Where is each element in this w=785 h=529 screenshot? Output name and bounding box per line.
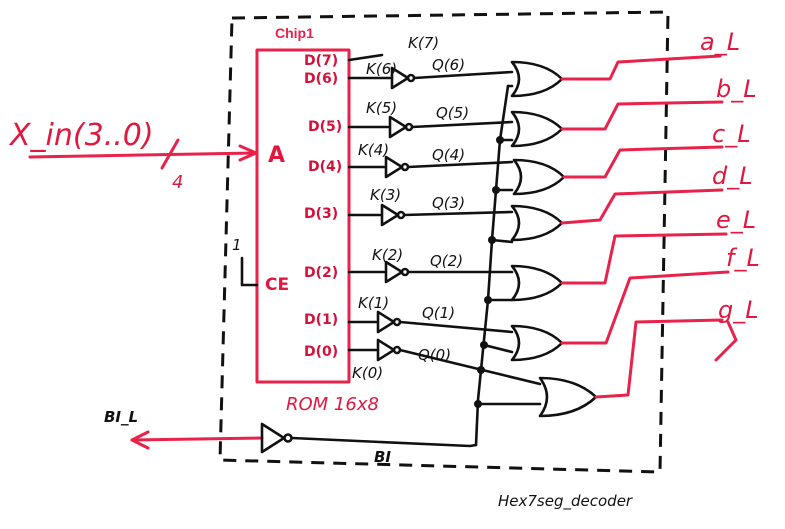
input-bus [28,151,257,159]
or-gate-b [510,110,564,148]
or-gate-a [510,60,564,98]
bi-l-input-wire [130,436,264,442]
bi-l-label: BI_L [104,408,138,426]
bus-slash [160,138,180,170]
or-gate-e [510,264,564,302]
rom-pin-d3: D(3) [304,206,338,222]
chip-boundary [218,10,670,474]
inverter-row-1: K(1) Q(1) [347,294,514,334]
k0-label: K(0) [352,364,383,382]
output-wire-c [562,145,724,179]
rom-pin-d6: D(6) [304,71,338,87]
q5-label: Q(5) [436,104,469,122]
output-wire-a [560,54,722,81]
junction-dot [492,186,500,194]
junction-dot [480,341,488,349]
input-label: X_in(3..0) [8,118,154,153]
rom-label: ROM 16x8 [286,394,379,415]
inverter-row-3: K(3) Q(3) [347,186,514,227]
constant-one: 1 [232,236,242,254]
rom-pin-d4: D(4) [308,159,342,175]
or-gate-f [510,324,564,362]
rom-pin-d2: D(2) [304,265,338,281]
output-label-e: e_L [716,206,756,234]
inverter-row-0: K(0) Q(0) [347,338,542,386]
bi-internal-label: BI [374,448,391,466]
k1-label: K(1) [358,294,389,312]
input-arrow [238,144,258,162]
bi-inverter [260,422,286,454]
ce-tie-wire [240,256,259,287]
g-tail-wire [714,320,738,362]
q6-label: Q(6) [432,56,465,74]
junction-dot [484,296,492,304]
junction-dot [496,136,504,144]
bi-bus [474,84,510,447]
q4-label: Q(4) [432,146,465,164]
output-label-c: c_L [712,120,751,148]
output-label-d: d_L [712,162,753,190]
inverter-row-2: K(2) Q(2) [347,246,514,284]
rom-pin-d5: D(5) [308,119,342,135]
k7-wire [347,53,384,62]
junction-dot [474,400,482,408]
or-gate-d [510,204,564,242]
bi-l-arrow [130,430,150,450]
or-gate-c [512,158,566,196]
inverter-row-6: K(6) Q(6) [347,56,514,90]
bus-width: 4 [172,172,183,193]
rom-enable-pin: CE [265,275,289,295]
junction-dot [477,366,485,374]
k3-label: K(3) [370,186,401,204]
k7-label: K(7) [408,34,439,52]
chip-label: Chip1 [275,25,314,41]
block-name: Hex7seg_decoder [498,492,633,511]
rom-address-pin: A [268,143,285,168]
output-label-b: b_L [716,75,757,103]
rom-pin-d1: D(1) [304,312,338,328]
k4-label: K(4) [358,141,389,159]
bi-internal-wire [290,436,478,448]
bi-stub-f [482,343,514,354]
or-gate-g [538,376,598,418]
output-label-g: g_L [718,296,759,324]
output-wire-f [560,270,730,345]
inverter-row-4: K(4) Q(4) [347,141,514,179]
output-label-f: f_L [726,244,760,272]
bi-inverter-bubble [283,433,293,443]
rom-pin-d0: D(0) [304,344,338,360]
k5-label: K(5) [366,99,397,117]
q0-label: Q(0) [418,346,451,364]
k2-label: K(2) [372,246,403,264]
k6-label: K(6) [366,60,397,78]
q3-label: Q(3) [432,194,465,212]
q2-label: Q(2) [430,252,463,270]
q1-label: Q(1) [422,304,455,322]
junction-dot [488,236,496,244]
output-wire-b [560,100,724,131]
output-wire-g [594,318,724,399]
output-label-a: a_L [700,28,740,56]
rom-pin-d7: D(7) [304,53,338,69]
output-wire-d [560,188,724,225]
output-wire-e [560,232,728,285]
inverter-row-5: K(5) Q(5) [347,99,514,139]
